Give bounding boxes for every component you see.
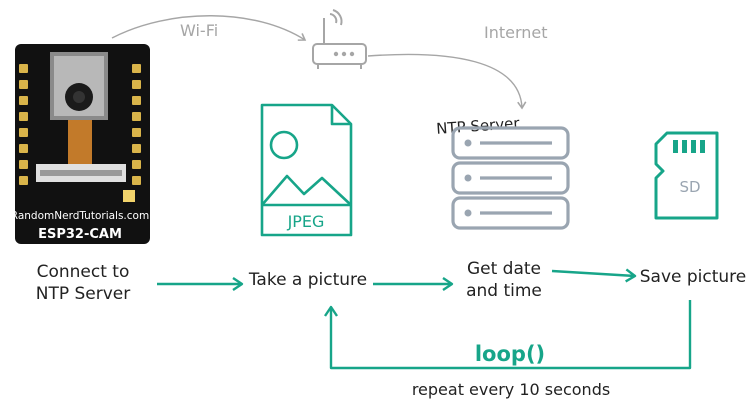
router-icon bbox=[312, 9, 367, 69]
step-connect-line-2: NTP Server bbox=[35, 284, 131, 304]
wifi-link-arrow bbox=[111, 15, 307, 41]
step-connect: Connect to NTP Server bbox=[26, 261, 140, 305]
wifi-label: Wi-Fi bbox=[180, 21, 219, 40]
step-connect-line-1: Connect to bbox=[36, 262, 130, 282]
loop-function-label: loop() bbox=[474, 342, 546, 366]
loop-repeat-label: repeat every 10 seconds bbox=[411, 380, 611, 399]
step-get-date-line-2: and time bbox=[466, 281, 542, 301]
loop-arrow bbox=[324, 300, 692, 370]
sd-card-icon bbox=[654, 131, 719, 220]
step-get-date-line-1: Get date bbox=[466, 259, 542, 279]
pin-header-right bbox=[132, 64, 141, 185]
sd-card-label: SD bbox=[679, 178, 700, 196]
internet-link-arrow bbox=[367, 53, 527, 110]
server-icon bbox=[451, 126, 570, 230]
step-save-picture: Save picture bbox=[639, 267, 747, 287]
jpeg-file-icon bbox=[260, 103, 353, 237]
flash-led bbox=[123, 190, 135, 202]
board-model-label: ESP32-CAM bbox=[38, 227, 122, 242]
step-get-date: Get date and time bbox=[460, 258, 548, 302]
internet-label: Internet bbox=[484, 23, 548, 42]
camera-ribbon bbox=[68, 120, 92, 164]
board-brand-label: RandomNerdTutorials.com bbox=[11, 210, 149, 222]
esp32-cam-board: RandomNerdTutorials.com ESP32-CAM bbox=[11, 44, 150, 244]
server-label: NTP Server bbox=[436, 114, 521, 138]
arrow-date-to-save bbox=[551, 268, 637, 283]
jpeg-file-label: JPEG bbox=[287, 212, 325, 231]
pin-header-left bbox=[19, 64, 28, 185]
step-take-picture: Take a picture bbox=[248, 270, 368, 290]
